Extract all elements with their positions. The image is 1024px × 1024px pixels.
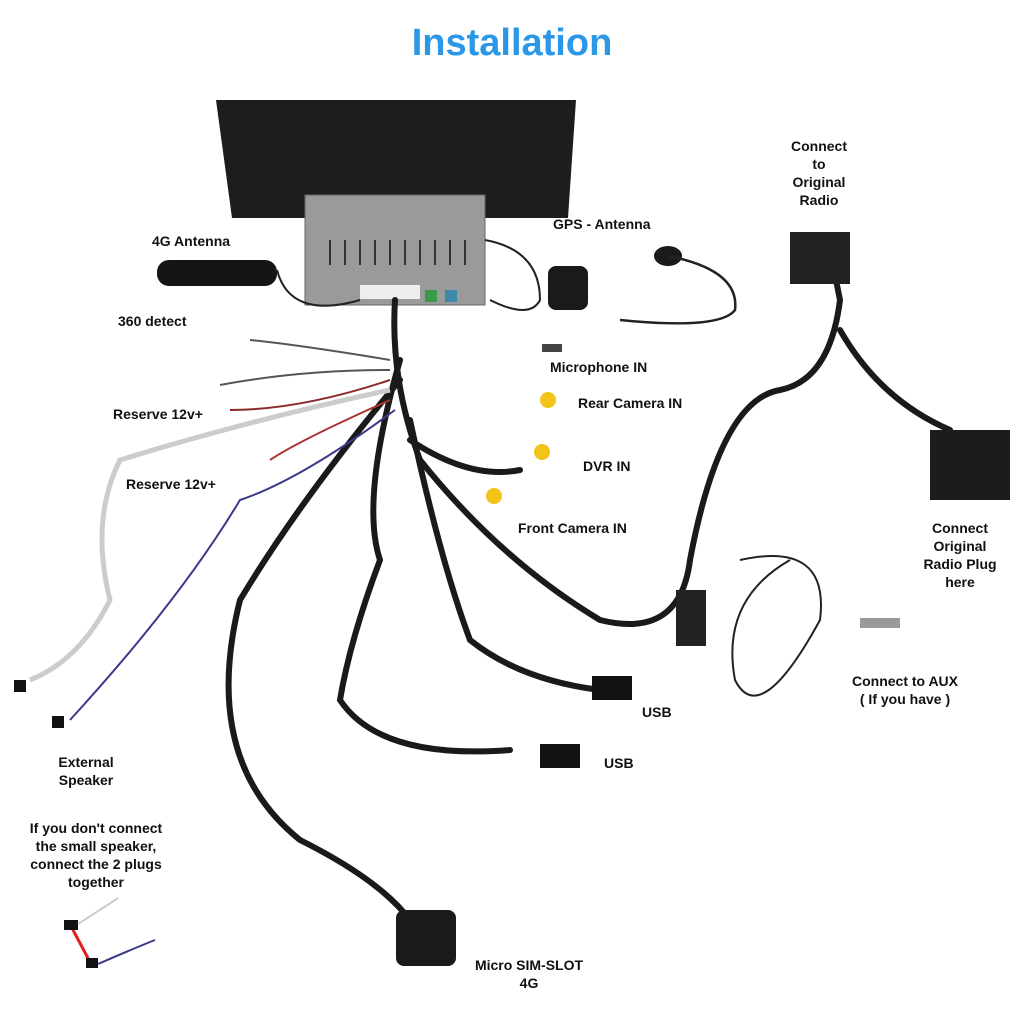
label-line: External (58, 754, 114, 770)
label-usb-2: USB (604, 755, 634, 771)
label-line: together (68, 874, 124, 890)
sim-slot-module (396, 910, 456, 966)
label-line: Radio (799, 192, 839, 208)
label-speaker-note: If you don't connect the small speaker, … (30, 819, 162, 891)
label-connect-radio-plug: Connect Original Radio Plug here (923, 519, 996, 591)
label-line: Original (792, 174, 846, 190)
label-rear-camera-in: Rear Camera IN (578, 395, 683, 411)
label-connect-aux: Connect to AUX ( If you have ) (852, 672, 958, 708)
label-line: here (945, 574, 975, 590)
label-line: Original (933, 538, 987, 554)
gps-antenna (548, 266, 588, 310)
microphone-plug (542, 344, 562, 352)
radio-plug-connector (930, 430, 1010, 500)
4g-antenna (157, 260, 277, 286)
label-external-speaker: External Speaker (58, 753, 113, 789)
speaker-plug-2 (52, 716, 64, 728)
aux-jack (860, 618, 900, 628)
label-360-detect: 360 detect (118, 313, 187, 329)
label-line: Radio Plug (923, 556, 997, 572)
label-line: Connect (932, 520, 988, 536)
label-reserve-12v-1: Reserve 12v+ (113, 406, 203, 422)
label-line: Speaker (58, 772, 114, 788)
speaker-plug (14, 680, 26, 692)
label-4g-antenna: 4G Antenna (152, 233, 231, 249)
label-front-camera-in: Front Camera IN (518, 520, 627, 536)
dvr-rca (534, 444, 550, 460)
label-line: to (812, 156, 826, 172)
label-sim-slot: Micro SIM-SLOT 4G (475, 956, 583, 992)
label-line: connect the 2 plugs (30, 856, 162, 872)
rear-camera-rca (540, 392, 556, 408)
label-usb-1: USB (642, 704, 672, 720)
front-camera-rca (486, 488, 502, 504)
label-line: 4G (519, 975, 539, 991)
label-line: the small speaker, (35, 838, 157, 854)
label-reserve-12v-2: Reserve 12v+ (126, 476, 216, 492)
usb-connector-1 (592, 676, 632, 700)
label-line: Connect (791, 138, 847, 154)
label-line: ( If you have ) (859, 691, 951, 707)
label-connect-original-radio: Connect to Original Radio (791, 137, 847, 209)
label-gps-antenna: GPS - Antenna (553, 216, 651, 232)
label-line: If you don't connect (29, 820, 163, 836)
head-unit-screen (216, 100, 576, 218)
label-dvr-in: DVR IN (583, 458, 631, 474)
label-line: Connect to AUX (851, 673, 959, 689)
label-line: Micro SIM-SLOT (474, 957, 584, 973)
usb-connector-2 (540, 744, 580, 768)
original-radio-connector (790, 232, 850, 284)
page-title: Installation (411, 22, 613, 64)
label-microphone-in: Microphone IN (550, 359, 648, 375)
